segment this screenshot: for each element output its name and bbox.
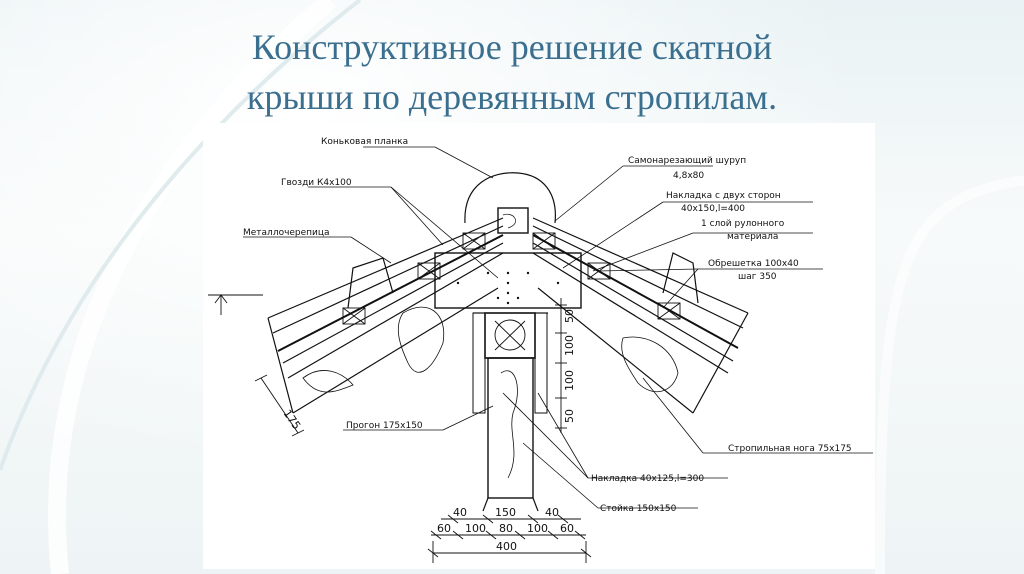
ridge-overlay-plate <box>434 252 582 309</box>
label-roll-material-2: материала <box>727 232 778 242</box>
label-metal-tile: Металлочерепица <box>243 228 330 238</box>
hdim-60-left: 60 <box>437 522 451 535</box>
hdim-40-right: 40 <box>545 506 559 519</box>
hdim-150: 150 <box>495 506 516 519</box>
label-post: Стойка 150х150 <box>600 504 677 514</box>
label-overlay-small: Накладка 40х125,l=300 <box>591 474 704 484</box>
roof-ridge-drawing: 50 100 100 50 175 Коньковая планка Самон… <box>203 123 875 569</box>
hdim-60-right: 60 <box>560 522 574 535</box>
vertical-dimension-chain <box>555 298 567 433</box>
hdim-80: 80 <box>499 522 513 535</box>
metal-tile-profile <box>347 257 394 309</box>
label-purlin: Прогон 175х150 <box>346 421 423 431</box>
right-roof-slope <box>532 217 749 414</box>
label-nails: Гвозди К4х100 <box>281 178 352 188</box>
label-rafter-leg: Стропильная нога 75х175 <box>728 444 852 454</box>
leader-lines <box>243 146 873 509</box>
battens <box>342 232 681 325</box>
slope-dim-175: 175 <box>281 407 304 432</box>
level-mark <box>208 294 263 315</box>
vdim-50-bottom: 50 <box>563 409 576 423</box>
label-battens-step: шаг 350 <box>738 272 777 282</box>
slide-title: Конструктивное решение скатной крыши по … <box>0 22 1024 122</box>
label-self-tapping-screw: Самонарезающий шуруп <box>628 156 746 166</box>
metal-tile-profile-right <box>662 252 699 304</box>
label-battens: Обрешетка 100х40 <box>708 259 799 269</box>
vdim-50-top: 50 <box>563 309 576 323</box>
post <box>482 357 539 512</box>
ridge-block <box>497 207 529 234</box>
label-overlay-two-sides: Накладка с двух сторон <box>666 191 781 201</box>
vdim-100-upper: 100 <box>563 335 576 356</box>
vdim-100-lower: 100 <box>563 370 576 391</box>
title-line-1: Конструктивное решение скатной <box>251 27 773 67</box>
hdim-100-right: 100 <box>527 522 548 535</box>
hdim-40-left: 40 <box>453 506 467 519</box>
label-ridge-strip: Коньковая планка <box>321 137 408 147</box>
purlin <box>472 312 548 414</box>
label-roll-material-1: 1 слой рулонного <box>701 219 785 229</box>
hdim-total-400: 400 <box>496 540 517 553</box>
ridge-strip <box>464 172 556 224</box>
label-overlay-two-sides-size: 40х150,l=400 <box>681 204 745 214</box>
title-line-2: крыши по деревянным стропилам. <box>246 77 778 117</box>
hdim-100-left: 100 <box>465 522 486 535</box>
left-roof-slope <box>267 217 504 414</box>
slope-dimension <box>254 374 305 437</box>
drawing-svg: 50 100 100 50 175 Коньковая планка Самон… <box>208 137 873 563</box>
label-screw-size: 4,8х80 <box>673 171 704 181</box>
horizontal-dimension-chains <box>427 514 592 563</box>
